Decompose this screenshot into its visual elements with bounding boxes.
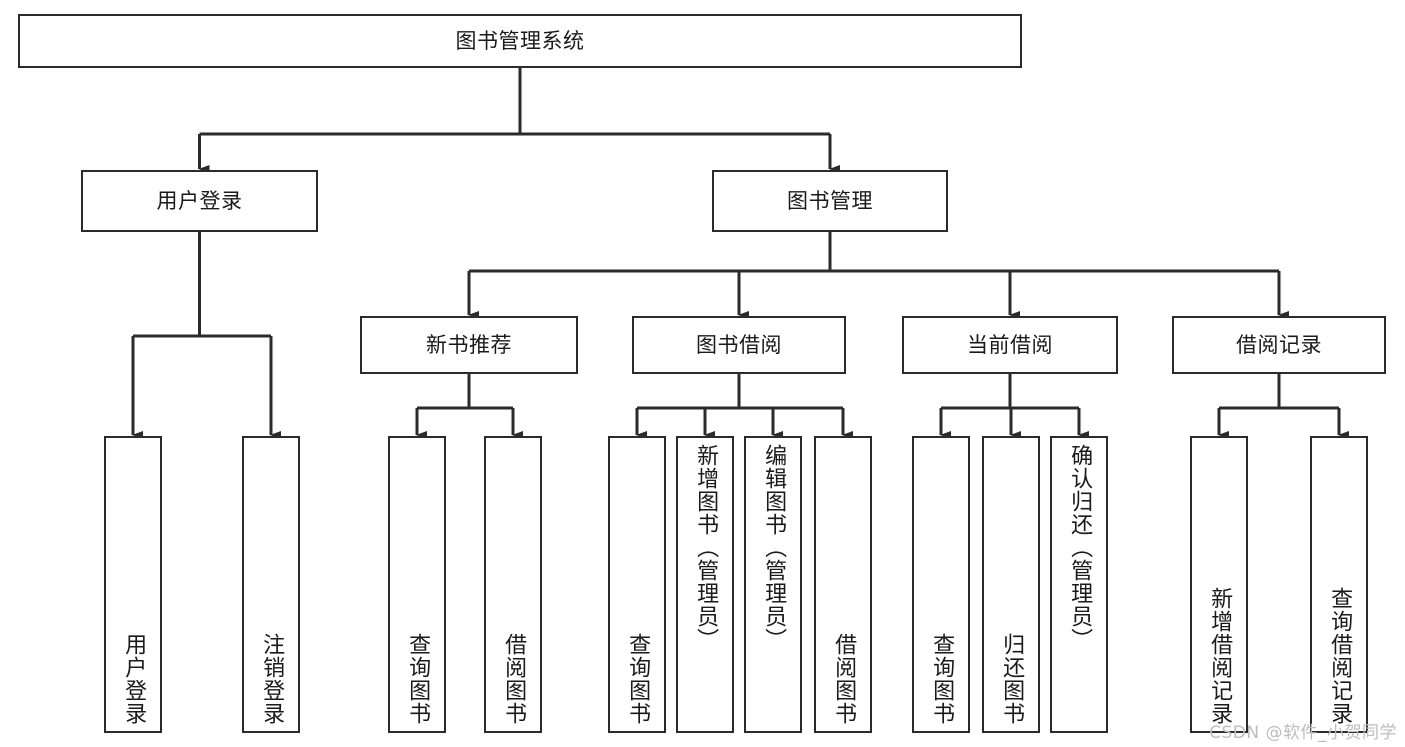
node-label: 图书管理系统	[455, 28, 585, 53]
node-label: 图书借阅	[696, 332, 782, 357]
node-label: 借阅记录	[1236, 332, 1322, 357]
node-label: 用户登录	[121, 633, 147, 725]
edge-paths	[131, 68, 1349, 439]
node-label: 查询图书	[929, 633, 955, 725]
node-label: 当前借阅	[967, 332, 1053, 357]
node-label: 图书管理	[787, 188, 873, 213]
node-leaf-add-borrow-record[interactable]: 新增借阅记录	[1190, 436, 1248, 733]
node-label: 确认归还（管理员）	[1067, 444, 1093, 651]
node-leaf-query-book-recommend[interactable]: 查询图书	[388, 436, 446, 733]
node-label: 新增图书（管理员）	[693, 444, 719, 651]
watermark: CSDN @软件_小贺同学	[1209, 723, 1397, 743]
node-leaf-edit-book-admin[interactable]: 编辑图书（管理员）	[744, 436, 802, 733]
node-label: 编辑图书（管理员）	[761, 444, 787, 651]
node-leaf-query-borrow-record[interactable]: 查询借阅记录	[1310, 436, 1368, 733]
node-label: 归还图书	[999, 633, 1025, 725]
node-leaf-add-book-admin[interactable]: 新增图书（管理员）	[676, 436, 734, 733]
node-leaf-borrow-book-borrow[interactable]: 借阅图书	[814, 436, 872, 733]
node-borrow-record[interactable]: 借阅记录	[1172, 316, 1386, 374]
node-book-borrow[interactable]: 图书借阅	[632, 316, 846, 374]
node-label: 借阅图书	[501, 633, 527, 725]
node-leaf-query-book-borrow[interactable]: 查询图书	[608, 436, 666, 733]
node-label: 查询借阅记录	[1327, 587, 1353, 725]
node-label: 新增借阅记录	[1207, 587, 1233, 725]
node-leaf-query-book-current[interactable]: 查询图书	[912, 436, 970, 733]
node-leaf-user-login[interactable]: 用户登录	[104, 436, 162, 733]
node-label: 用户登录	[156, 188, 243, 213]
node-label: 注销登录	[259, 633, 285, 725]
node-label: 查询图书	[405, 633, 431, 725]
node-leaf-return-book[interactable]: 归还图书	[982, 436, 1040, 733]
node-leaf-confirm-return-admin[interactable]: 确认归还（管理员）	[1050, 436, 1108, 733]
node-book-manage[interactable]: 图书管理	[712, 170, 948, 232]
node-root[interactable]: 图书管理系统	[18, 14, 1022, 68]
node-current-borrow[interactable]: 当前借阅	[902, 316, 1118, 374]
node-leaf-logout[interactable]: 注销登录	[242, 436, 300, 733]
node-leaf-borrow-book-recommend[interactable]: 借阅图书	[484, 436, 542, 733]
node-label: 查询图书	[625, 633, 651, 725]
node-user-login[interactable]: 用户登录	[81, 170, 318, 232]
node-label: 借阅图书	[831, 633, 857, 725]
node-label: 新书推荐	[426, 332, 512, 357]
node-new-book-recommend[interactable]: 新书推荐	[360, 316, 578, 374]
